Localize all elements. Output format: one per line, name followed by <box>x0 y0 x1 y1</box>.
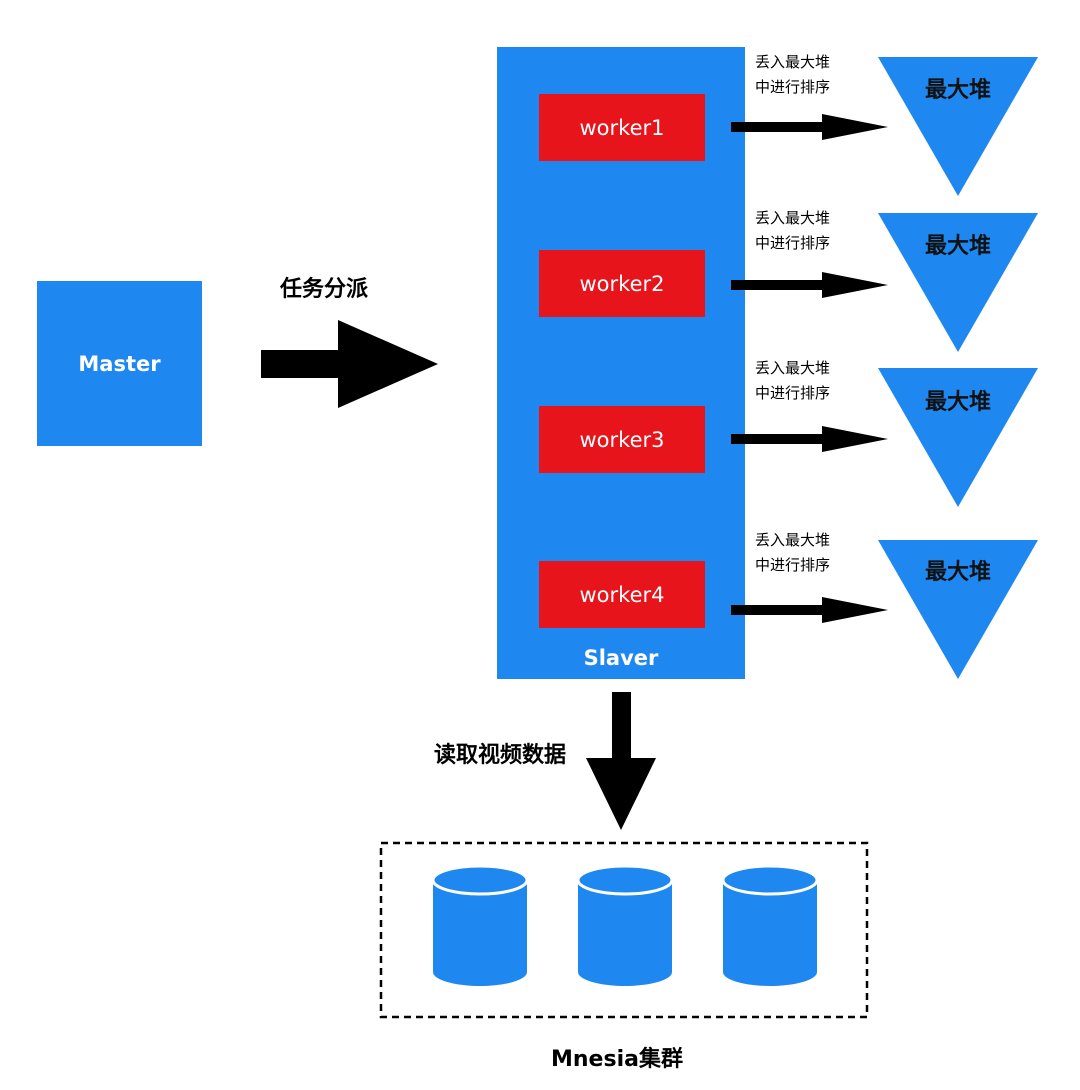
database-icon-2 <box>576 864 674 986</box>
heap-label-2: 最大堆 <box>924 234 991 259</box>
master-node: Master <box>37 281 202 446</box>
worker-2: worker2 <box>539 250 705 317</box>
heap-label-1: 最大堆 <box>924 78 991 103</box>
slaver-label: Slaver <box>583 646 659 670</box>
heap-note-1: 丢入最大堆 中进行排序 <box>755 50 875 100</box>
heap-note-1-line1: 丢入最大堆 <box>755 53 831 71</box>
cluster-label: Mnesia集群 <box>551 1047 683 1072</box>
heap-note-4-line2: 中进行排序 <box>755 556 831 574</box>
heap-triangle-3 <box>878 368 1038 507</box>
worker-arrow-1 <box>731 114 888 140</box>
database-icon-1 <box>431 864 529 986</box>
heap-note-4: 丢入最大堆 中进行排序 <box>755 528 875 578</box>
read-arrow <box>586 692 656 830</box>
worker-4: worker4 <box>539 561 705 628</box>
worker-arrow-3 <box>731 426 888 452</box>
heap-label-4: 最大堆 <box>924 560 991 585</box>
worker-arrow-4 <box>731 597 888 623</box>
database-icon-3 <box>721 864 819 986</box>
heap-note-2-line2: 中进行排序 <box>755 234 831 252</box>
heap-note-4-line1: 丢入最大堆 <box>755 531 831 549</box>
heap-label-3: 最大堆 <box>924 390 991 415</box>
worker-1: worker1 <box>539 94 705 161</box>
heap-triangle-4 <box>878 540 1038 679</box>
heap-note-2: 丢入最大堆 中进行排序 <box>755 206 875 256</box>
read-label: 读取视频数据 <box>434 743 567 768</box>
heap-note-1-line2: 中进行排序 <box>755 78 831 96</box>
worker-3: worker3 <box>539 406 705 473</box>
cluster-box <box>379 841 869 1019</box>
heap-note-3-line2: 中进行排序 <box>755 384 831 402</box>
heap-note-3-line1: 丢入最大堆 <box>755 359 831 377</box>
dispatch-label: 任务分派 <box>280 277 369 302</box>
heap-note-2-line1: 丢入最大堆 <box>755 209 831 227</box>
heap-triangle-1 <box>878 57 1038 196</box>
heap-note-3: 丢入最大堆 中进行排序 <box>755 356 875 406</box>
heap-triangle-2 <box>878 213 1038 352</box>
dispatch-arrow <box>261 320 438 408</box>
worker-arrow-2 <box>731 272 888 298</box>
